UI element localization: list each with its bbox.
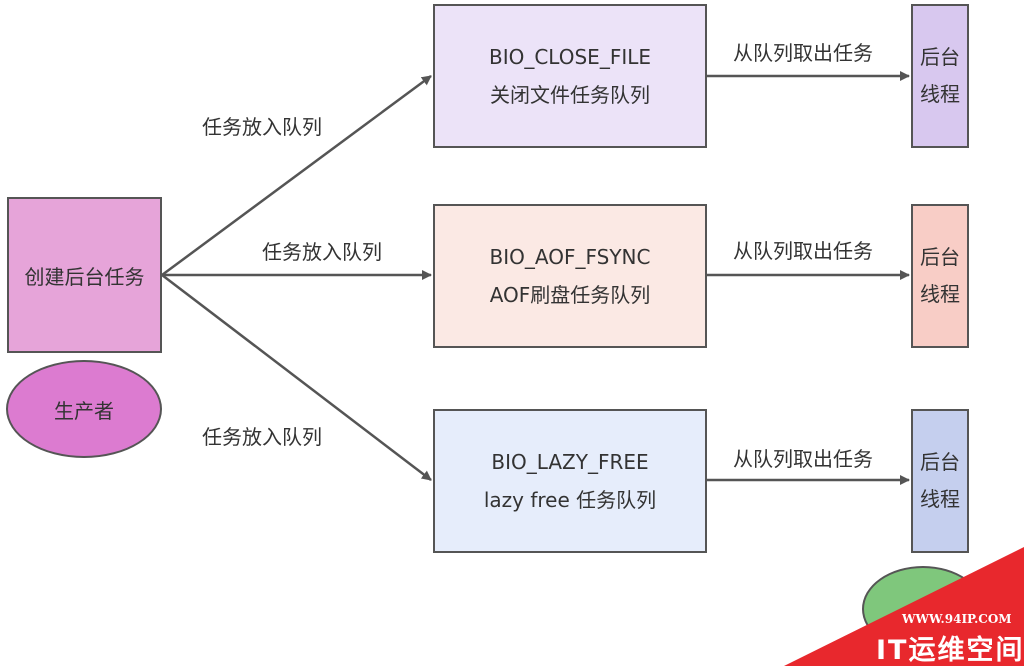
queue-name: BIO_CLOSE_FILE [488, 45, 651, 69]
thread-label-line1: 后台 [920, 45, 960, 69]
thread-label-line2: 线程 [920, 282, 960, 306]
dequeue-label: 从队列取出任务 [733, 239, 873, 263]
enqueue-label: 任务放入队列 [202, 425, 322, 449]
queue-name: BIO_LAZY_FREE [491, 450, 649, 474]
queue-lazy-free: BIO_LAZY_FREE lazy free 任务队列 [433, 409, 707, 553]
background-thread-close: 后台 线程 [911, 4, 969, 148]
dequeue-label: 从队列取出任务 [733, 41, 873, 65]
thread-label-line2: 线程 [920, 82, 960, 106]
enqueue-arrow-lazy [161, 274, 432, 481]
enqueue-label: 任务放入队列 [262, 240, 382, 264]
queue-aof-fsync: BIO_AOF_FSYNC AOF刷盘任务队列 [433, 204, 707, 348]
enqueue-label: 任务放入队列 [202, 115, 322, 139]
watermark-red-corner [784, 547, 1024, 666]
queue-desc: 关闭文件任务队列 [490, 83, 650, 107]
queue-name: BIO_AOF_FSYNC [489, 245, 651, 269]
producer-label: 生产者 [54, 398, 114, 423]
watermark-url: WWW.94IP.COM [902, 612, 1012, 626]
producer-task-box: 创建后台任务 [7, 197, 162, 353]
queue-desc: lazy free 任务队列 [483, 488, 657, 512]
producer-ellipse: 生产者 [6, 360, 162, 458]
dequeue-label: 从队列取出任务 [733, 447, 873, 471]
queue-desc: AOF刷盘任务队列 [489, 283, 651, 307]
queue-close-file: BIO_CLOSE_FILE 关闭文件任务队列 [433, 4, 707, 148]
thread-label-line1: 后台 [920, 450, 960, 474]
thread-label-line1: 后台 [920, 245, 960, 269]
thread-label-line2: 线程 [920, 487, 960, 511]
background-thread-lazy: 后台 线程 [911, 409, 969, 553]
enqueue-arrow-close [161, 74, 432, 277]
background-thread-aof: 后台 线程 [911, 204, 969, 348]
producer-task-label: 创建后台任务 [24, 264, 145, 289]
watermark-name: IT运维空间 [876, 635, 1024, 666]
